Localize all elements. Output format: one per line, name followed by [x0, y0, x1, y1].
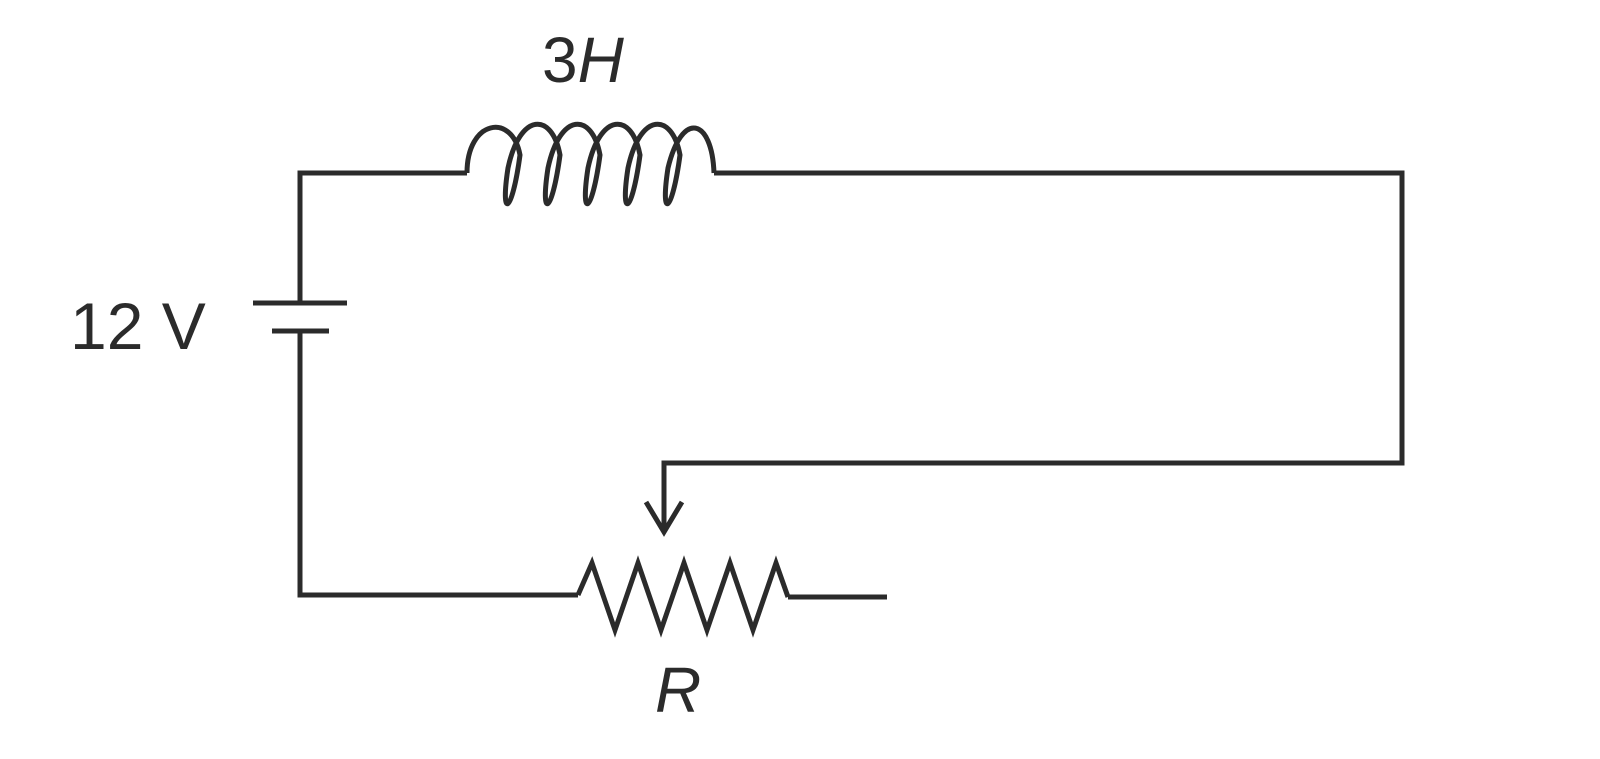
- wire-battery-top: [297, 170, 467, 303]
- resistor-zigzag: [575, 555, 791, 638]
- inductor-value: 3: [542, 24, 578, 96]
- inductor-unit: H: [577, 24, 624, 96]
- battery-voltage-label: 12 V: [70, 289, 206, 363]
- wire-top-right-loop: [661, 170, 1405, 530]
- inductor-label: 3H: [542, 28, 624, 92]
- slider-arrow-head: [643, 500, 685, 537]
- resistor-label: R: [655, 654, 702, 726]
- wire-battery-bottom: [297, 331, 578, 598]
- inductor-coil: [464, 121, 717, 206]
